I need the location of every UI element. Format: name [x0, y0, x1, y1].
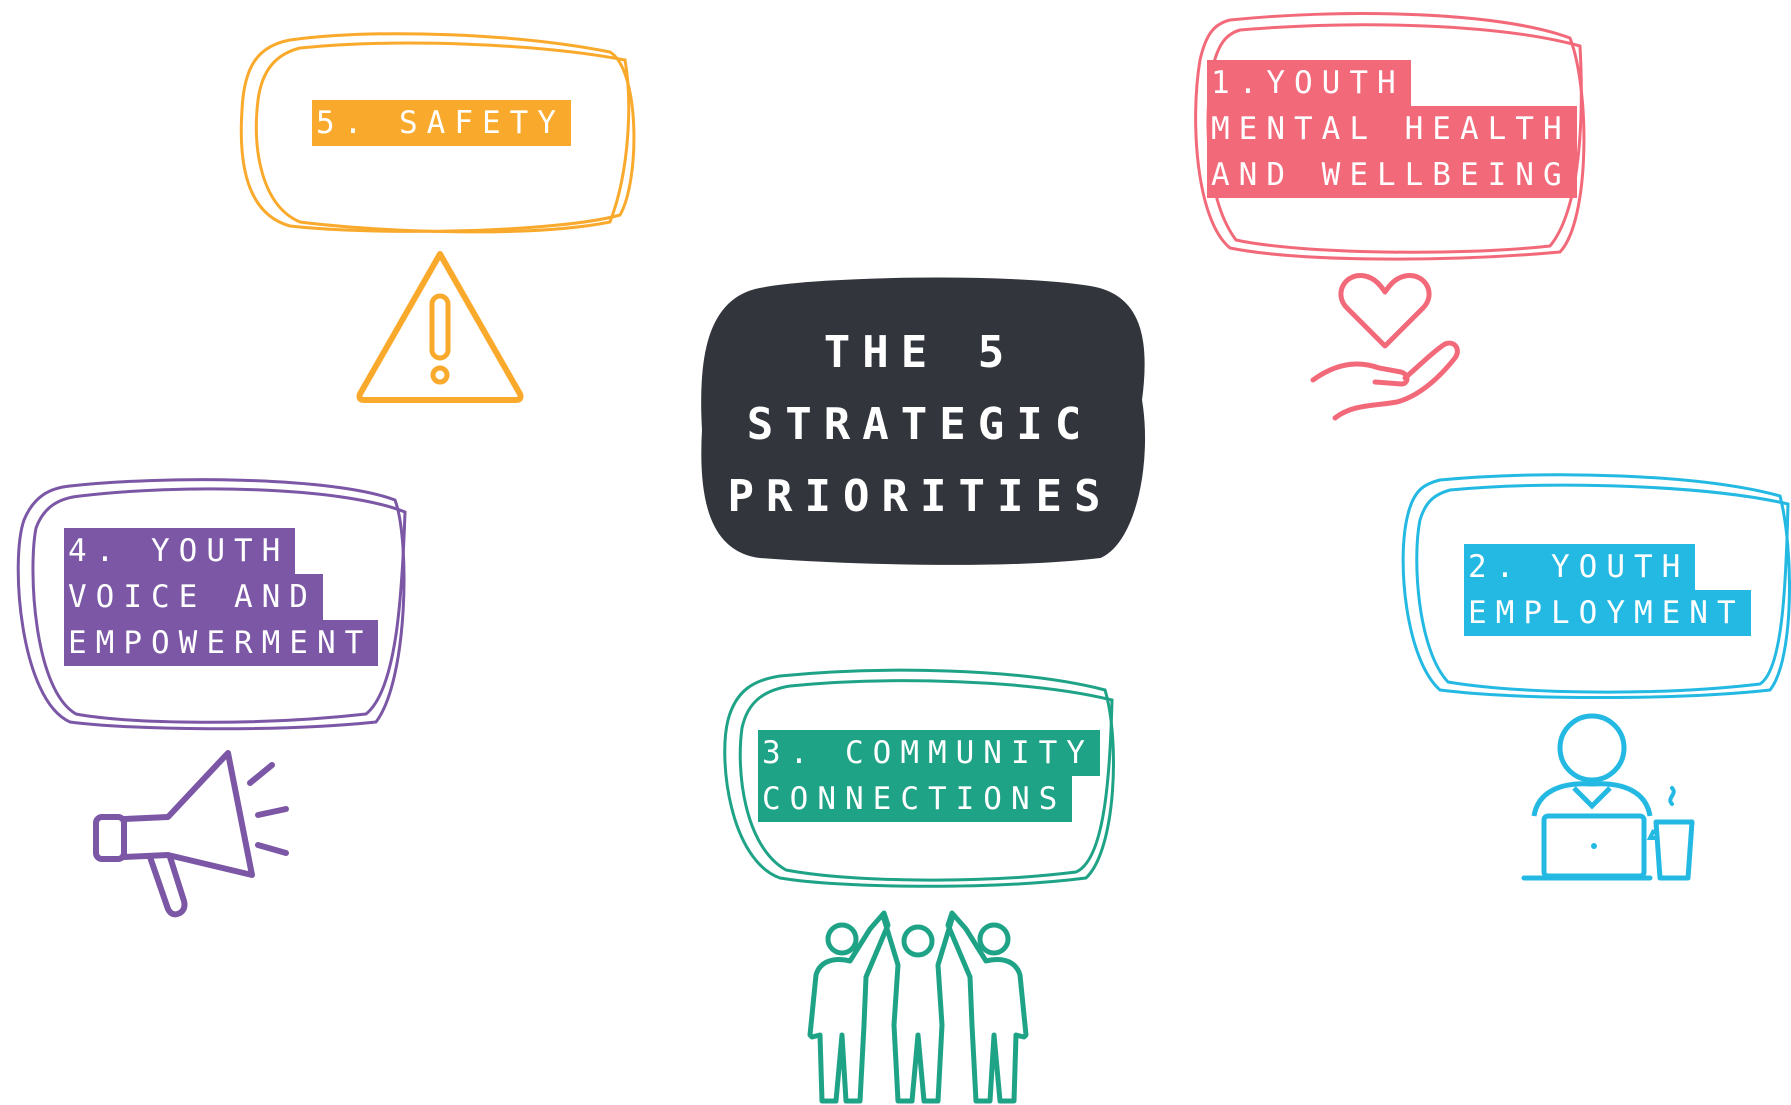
priority-mental-health-line-2: MENTAL HEALTH [1207, 106, 1577, 152]
center-title-line-3: PRIORITIES [727, 471, 1113, 522]
priority-safety-line-1: 5. SAFETY [312, 100, 571, 146]
priority-youth-voice-label: 4. YOUTH VOICE AND EMPOWERMENT [64, 528, 379, 666]
group-high-five-icon [807, 910, 1029, 1104]
center-title-line-1: THE 5 [823, 327, 1017, 378]
priority-community-line-2: CONNECTIONS [758, 776, 1073, 822]
priority-youth-voice-line-1: 4. YOUTH [64, 528, 296, 574]
priority-community-line-1: 3. COMMUNITY [758, 730, 1100, 776]
priority-employment-line-2: EMPLOYMENT [1464, 590, 1751, 636]
center-title: THE 5 STRATEGIC PRIORITIES [700, 300, 1140, 550]
priority-safety-label: 5. SAFETY [312, 100, 571, 146]
person-at-laptop-icon [1521, 713, 1695, 881]
priority-youth-voice-line-2: VOICE AND [64, 574, 323, 620]
priority-employment-line-1: 2. YOUTH [1464, 544, 1696, 590]
priority-mental-health-label: 1.YOUTH MENTAL HEALTH AND WELLBEING [1207, 60, 1577, 198]
warning-triangle-icon [356, 251, 524, 403]
megaphone-icon [93, 750, 289, 918]
heart-in-hand-icon [1310, 273, 1460, 421]
priority-mental-health-line-1: 1.YOUTH [1207, 60, 1411, 106]
center-title-line-2: STRATEGIC [746, 399, 1094, 450]
priority-community-label: 3. COMMUNITY CONNECTIONS [758, 730, 1100, 822]
priority-mental-health-line-3: AND WELLBEING [1207, 152, 1577, 198]
priority-youth-voice-line-3: EMPOWERMENT [64, 620, 379, 666]
priority-employment-label: 2. YOUTH EMPLOYMENT [1464, 544, 1751, 636]
